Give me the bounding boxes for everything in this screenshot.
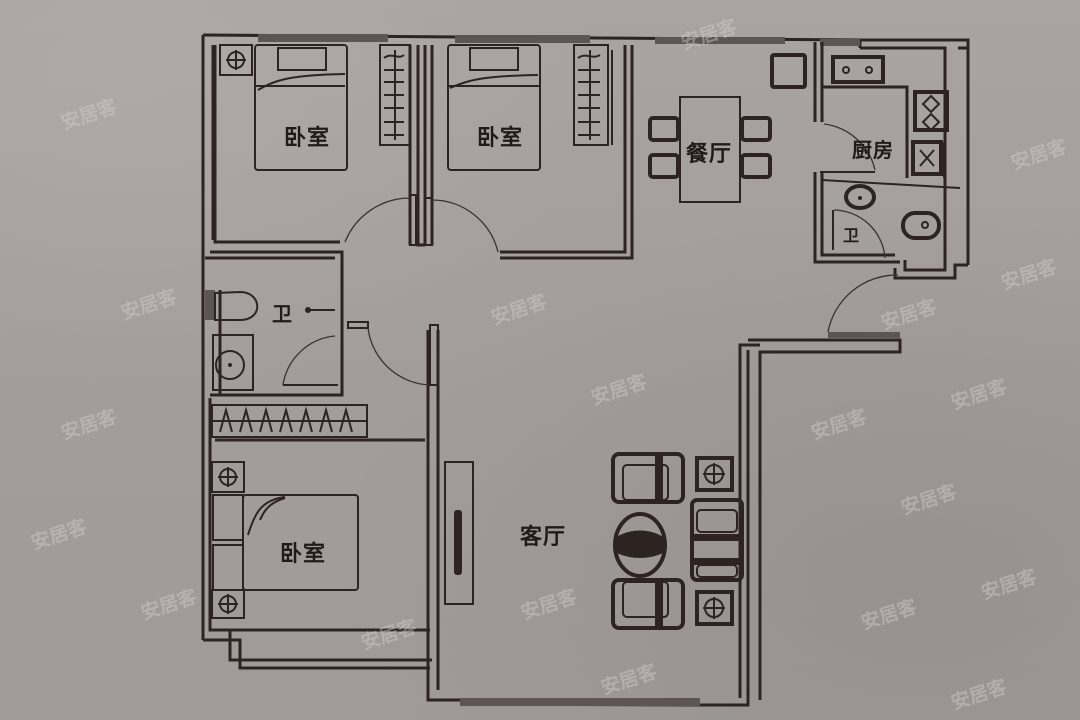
- room-label-dining-room: 餐厅: [686, 141, 733, 167]
- entry-threshold: [828, 332, 900, 338]
- bathroom-sink: [212, 334, 254, 391]
- nightstand-lamp: [219, 44, 253, 76]
- door-swing-arc: [367, 327, 431, 386]
- door-leaf: [409, 194, 417, 246]
- bathroom-2-fixtures: [832, 184, 941, 259]
- wardrobe-bedroom-3: [211, 404, 368, 438]
- window-kitchen: [820, 39, 860, 46]
- door-stop: [347, 321, 369, 329]
- door-swing-arc: [431, 199, 499, 253]
- bed-bedroom-2: [447, 44, 541, 171]
- door-leaf: [429, 324, 439, 386]
- entry-door-swing-arc: [827, 274, 899, 333]
- door-swing-arc: [344, 197, 411, 243]
- room-label-bathroom-2: 卫: [843, 226, 861, 245]
- room-label-bedroom-2: 卧室: [477, 125, 524, 151]
- door-swing-arc: [823, 123, 876, 171]
- nightstand-bedroom-3: [211, 461, 245, 619]
- toilet: [205, 290, 259, 321]
- bed-bedroom-3: [242, 494, 359, 591]
- tv: [454, 510, 462, 575]
- window-bedroom-1: [258, 34, 388, 42]
- room-label-bedroom-1: 卧室: [284, 125, 331, 151]
- bathroom-1-structure: [205, 250, 431, 397]
- stove: [913, 90, 949, 132]
- fridge: [770, 53, 807, 89]
- door-swing-arc: [833, 209, 886, 259]
- dining-table-set: [648, 96, 772, 203]
- tv-cabinet: [444, 461, 474, 605]
- wardrobe-bedroom-2: [573, 44, 613, 146]
- window-dining: [655, 37, 785, 44]
- washer: [911, 140, 945, 178]
- window-bedroom-2: [455, 35, 590, 43]
- room-label-living-room: 客厅: [520, 524, 567, 550]
- room-label-bedroom-3: 卧室: [280, 541, 327, 567]
- side-tables: [695, 456, 734, 626]
- door-swing-arc: [282, 335, 336, 386]
- kitchen-structure: [813, 42, 961, 264]
- room-label-kitchen: 厨房: [852, 138, 894, 162]
- kitchen-sink: [831, 55, 885, 84]
- bedroom-3-structure: [208, 398, 430, 632]
- sofa-set: [611, 452, 744, 630]
- window-south: [460, 698, 700, 706]
- wardrobe-bedroom-1: [379, 44, 411, 146]
- door-leaf: [424, 197, 433, 246]
- room-label-bathroom-1: 卫: [272, 302, 293, 326]
- bedroom-2-structure: [423, 45, 634, 260]
- bed-bedroom-1: [254, 44, 348, 171]
